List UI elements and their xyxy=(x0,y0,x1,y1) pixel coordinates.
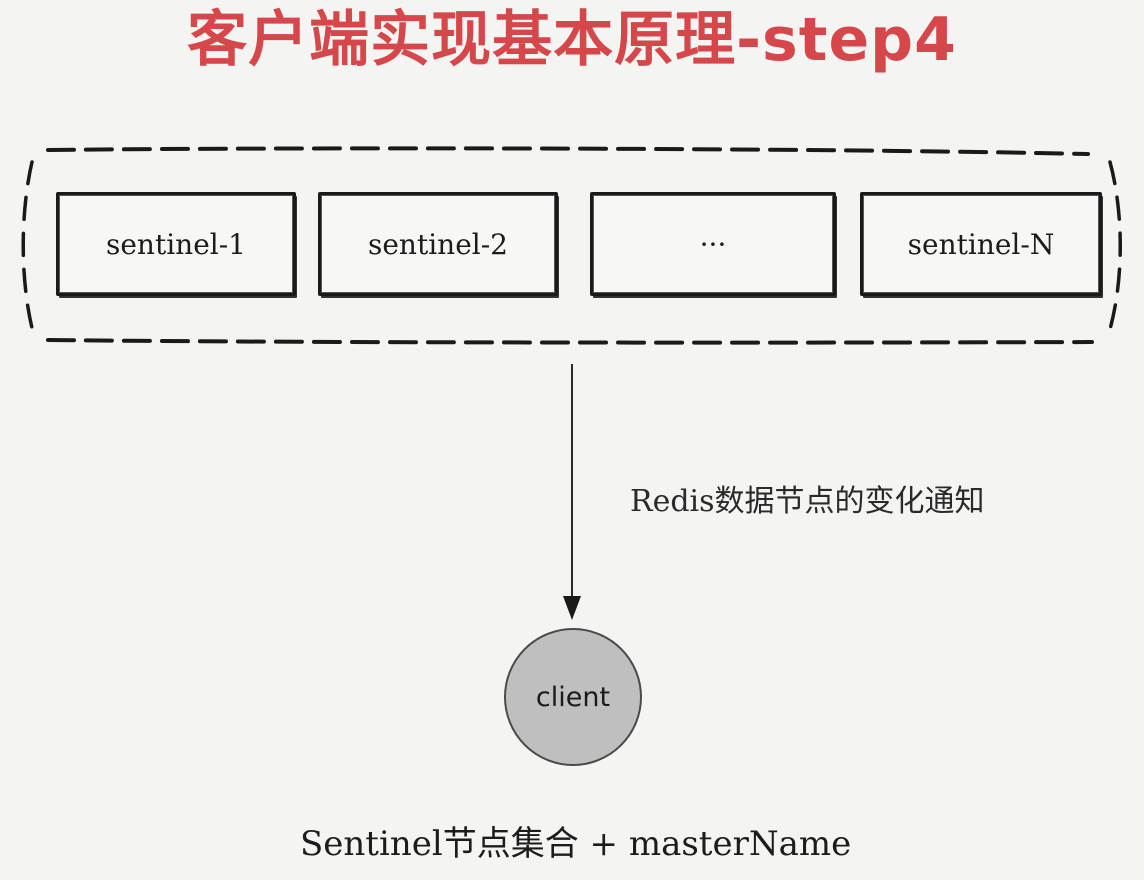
sentinel-group: sentinel-1 sentinel-2 ··· sentinel-N xyxy=(18,144,1128,350)
sentinel-node: sentinel-1 xyxy=(56,192,296,296)
notification-label: Redis数据节点的变化通知 xyxy=(630,484,985,519)
page-title: 客户端实现基本原理-step4 xyxy=(187,5,957,75)
sentinel-group-dashed-border xyxy=(21,146,1122,345)
sentinel-node-ellipsis: ··· xyxy=(590,192,836,296)
sentinel-node: sentinel-2 xyxy=(318,192,558,296)
client-node: client xyxy=(504,628,642,766)
notification-arrow xyxy=(563,364,581,620)
sentinel-node: sentinel-N xyxy=(860,192,1102,296)
caption: Sentinel节点集合 + masterName xyxy=(300,824,852,864)
